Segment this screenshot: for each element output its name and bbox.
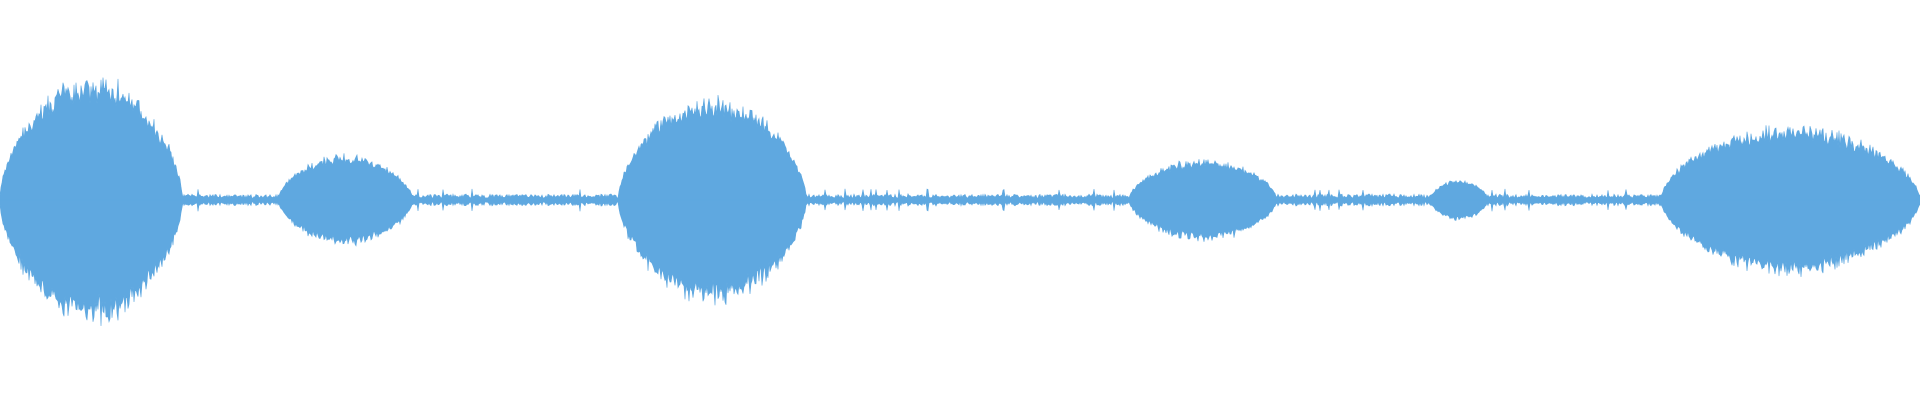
waveform-path — [0, 77, 1920, 327]
